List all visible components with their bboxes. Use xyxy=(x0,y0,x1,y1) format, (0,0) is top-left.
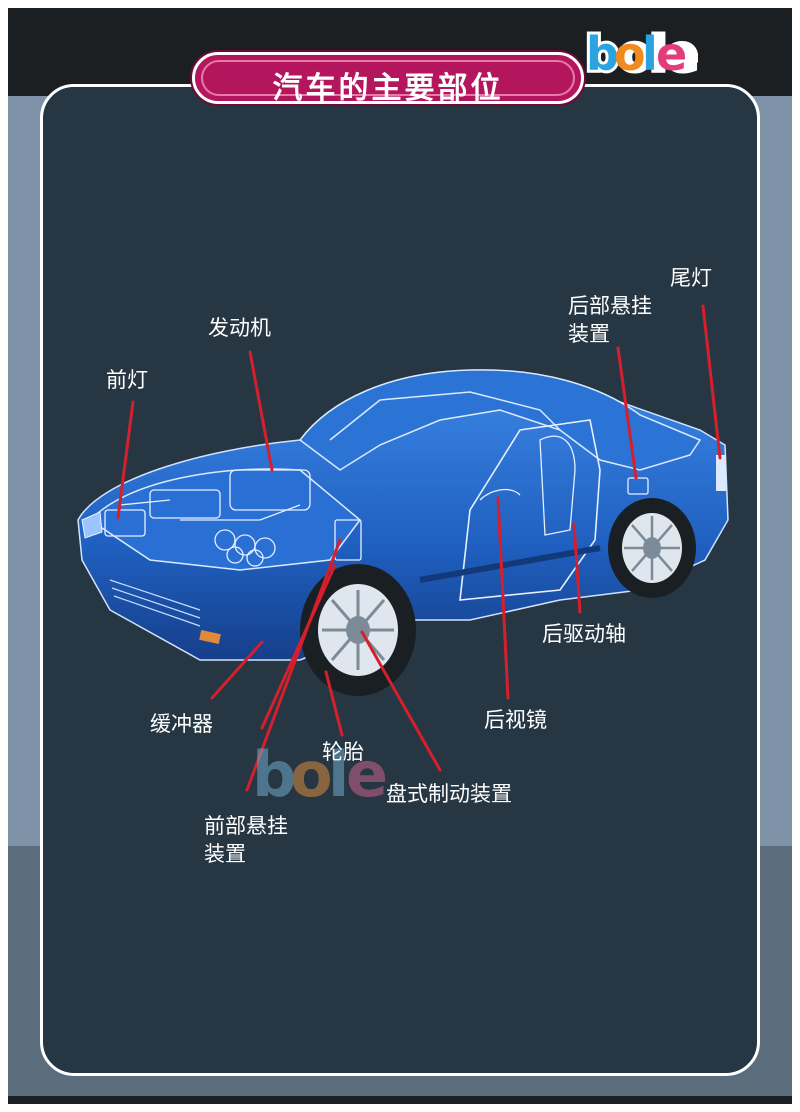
label-bumper: 缓冲器 xyxy=(150,712,213,736)
label-front-suspension: 前部悬挂装置 xyxy=(204,814,288,866)
title-banner: 汽车的主要部位 xyxy=(192,52,584,106)
line-front-suspension-a xyxy=(245,538,342,792)
line-taillight xyxy=(701,304,722,460)
label-disc-brake: 盘式制动装置 xyxy=(386,782,512,806)
label-rear-drive-shaft: 后驱动轴 xyxy=(542,622,626,646)
svg-text:e: e xyxy=(656,27,687,81)
page-title: 汽车的主要部位 xyxy=(272,71,504,106)
line-tire xyxy=(324,670,344,737)
label-rear-mirror: 后视镜 xyxy=(484,708,547,732)
label-rear-suspension: 后部悬挂装置 xyxy=(568,294,652,346)
line-bumper xyxy=(210,640,264,700)
line-disc-brake xyxy=(360,630,442,772)
svg-text:bole: bole xyxy=(586,27,698,81)
label-taillight: 尾灯 xyxy=(670,266,712,290)
bole-watermark: b o l e xyxy=(252,738,388,811)
bumper-grille xyxy=(109,579,201,627)
rear-wheel xyxy=(608,498,696,598)
svg-text:o: o xyxy=(614,27,646,81)
svg-text:e: e xyxy=(346,738,388,811)
svg-text:l: l xyxy=(328,738,349,811)
front-wheel xyxy=(300,564,416,696)
line-headlight xyxy=(116,400,135,520)
label-headlight: 前灯 xyxy=(106,368,148,392)
svg-text:b: b xyxy=(252,738,296,811)
line-rear-suspension xyxy=(616,346,638,480)
engine-details xyxy=(104,469,649,567)
line-front-suspension-b xyxy=(260,563,337,730)
svg-text:o: o xyxy=(290,738,333,811)
line-engine xyxy=(248,350,274,472)
title-banner-border xyxy=(201,60,575,96)
line-rear-drive-shaft xyxy=(572,522,582,614)
car-roof xyxy=(298,369,702,471)
svg-text:l: l xyxy=(642,27,658,81)
svg-text:b: b xyxy=(586,27,619,81)
label-tire: 轮胎 xyxy=(322,740,364,764)
car-door xyxy=(459,419,601,601)
label-engine: 发动机 xyxy=(208,316,271,340)
bole-logo: bole b o l e xyxy=(584,24,698,84)
line-rear-mirror xyxy=(496,496,510,700)
